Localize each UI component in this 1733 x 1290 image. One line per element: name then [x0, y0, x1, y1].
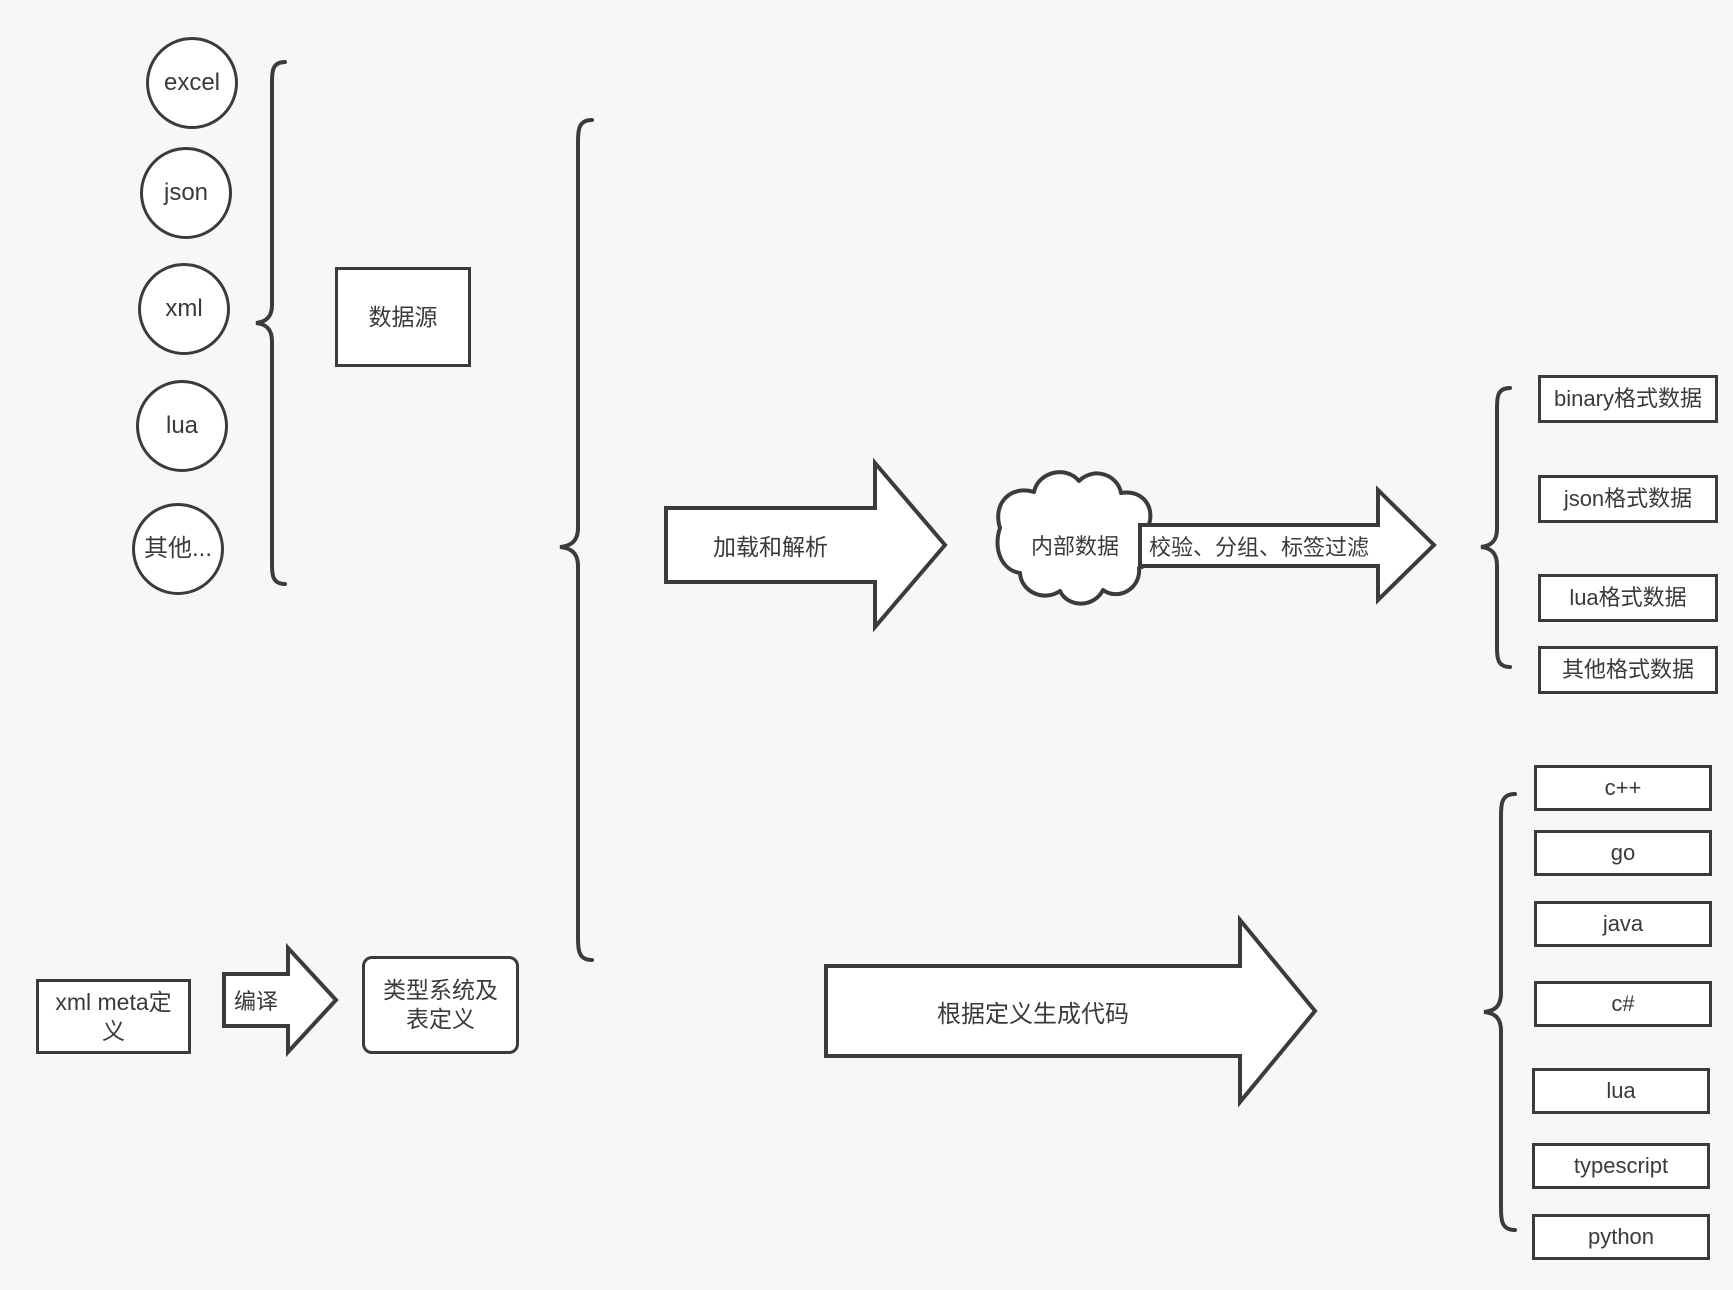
inputs-brace — [559, 118, 594, 962]
language-box-python[interactable]: python — [1532, 1214, 1710, 1260]
xml-meta-box[interactable]: xml meta定义 — [36, 979, 191, 1054]
output-box-json[interactable]: json格式数据 — [1538, 475, 1718, 523]
sources-brace — [255, 60, 287, 586]
output-box-other-data[interactable]: 其他格式数据 — [1538, 646, 1718, 694]
codegen-arrow — [824, 914, 1318, 1108]
language-label: java — [1602, 911, 1644, 937]
source-circle-json[interactable]: json — [140, 147, 232, 239]
data-source-label: 数据源 — [368, 303, 438, 330]
type-system-box[interactable]: 类型系统及表定义 — [362, 956, 519, 1054]
source-label: lua — [165, 412, 199, 439]
language-box-lua[interactable]: lua — [1532, 1068, 1710, 1114]
output-label: lua格式数据 — [1569, 585, 1687, 611]
data-source-box[interactable]: 数据源 — [335, 267, 471, 367]
type-system-label: 类型系统及表定义 — [383, 977, 498, 1032]
language-box-go[interactable]: go — [1534, 830, 1712, 876]
language-label: python — [1587, 1224, 1655, 1250]
language-label: typescript — [1573, 1153, 1669, 1179]
language-box-csharp[interactable]: c# — [1534, 981, 1712, 1027]
language-box-cpp[interactable]: c++ — [1534, 765, 1712, 811]
compile-arrow — [222, 942, 339, 1058]
language-label: lua — [1606, 1078, 1636, 1104]
xml-meta-label: xml meta定义 — [55, 988, 172, 1044]
source-label: json — [163, 179, 209, 206]
source-circle-excel[interactable]: excel — [146, 37, 238, 129]
source-circle-xml[interactable]: xml — [138, 263, 230, 355]
output-box-lua-data[interactable]: lua格式数据 — [1538, 574, 1718, 622]
source-label: 其他... — [143, 535, 212, 562]
source-circle-other[interactable]: 其他... — [132, 503, 224, 595]
source-label: xml — [165, 295, 203, 322]
output-label: 其他格式数据 — [1561, 657, 1694, 683]
language-label: c# — [1611, 991, 1635, 1017]
output-label: binary格式数据 — [1554, 386, 1702, 412]
output-box-binary[interactable]: binary格式数据 — [1538, 375, 1718, 423]
language-box-typescript[interactable]: typescript — [1532, 1143, 1710, 1189]
data-formats-brace — [1480, 386, 1512, 669]
source-circle-lua[interactable]: lua — [136, 380, 228, 472]
load-parse-arrow — [664, 457, 948, 633]
language-label: c++ — [1604, 775, 1642, 801]
internal-data-cloud — [995, 470, 1159, 606]
language-box-java[interactable]: java — [1534, 901, 1712, 947]
validate-group-filter-arrow — [1138, 485, 1437, 605]
output-label: json格式数据 — [1563, 486, 1693, 512]
languages-brace — [1483, 792, 1517, 1232]
source-label: excel — [163, 69, 221, 96]
language-label: go — [1610, 840, 1636, 866]
